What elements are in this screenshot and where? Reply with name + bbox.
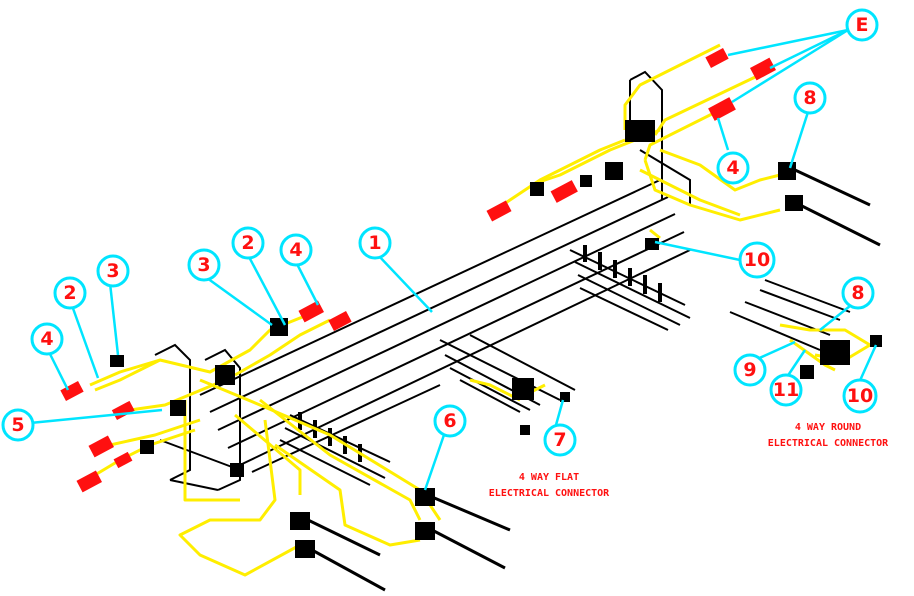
callout-8-right: 8 xyxy=(841,276,875,310)
callout-E: E xyxy=(845,8,879,42)
callout-10-top: 10 xyxy=(738,241,776,279)
front-ribbed-bar xyxy=(279,412,391,486)
wiring-harness xyxy=(89,43,872,577)
rear-ribbed-bar xyxy=(569,245,691,331)
callout-6: 6 xyxy=(433,404,467,438)
bulb-sockets xyxy=(60,48,776,493)
callout-label: 7 xyxy=(553,429,566,451)
callout-label: 11 xyxy=(773,379,799,401)
callout-4-left: 4 xyxy=(30,322,64,356)
callout-label: 8 xyxy=(803,87,816,109)
note-line-1: 4 WAY FLAT xyxy=(519,472,579,483)
callout-2-left: 2 xyxy=(53,276,87,310)
connectors xyxy=(110,120,882,558)
callout-label: 2 xyxy=(241,232,254,254)
callout-label: 4 xyxy=(289,239,302,261)
wire-tails xyxy=(307,168,881,592)
callout-label: 10 xyxy=(744,249,770,271)
callout-label: 6 xyxy=(443,410,456,432)
note-line-2: ELECTRICAL CONNECTOR xyxy=(489,488,610,499)
callout-2-mid: 2 xyxy=(231,226,265,260)
callout-label: 9 xyxy=(743,359,756,381)
note-4-way-round: 4 WAY ROUND ELECTRICAL CONNECTOR xyxy=(768,422,889,449)
callout-label: 2 xyxy=(63,282,76,304)
note-4-way-flat: 4 WAY FLAT ELECTRICAL CONNECTOR xyxy=(489,472,610,499)
callout-9: 9 xyxy=(733,353,767,387)
callout-label: 3 xyxy=(197,254,210,276)
callout-label: 3 xyxy=(106,260,119,282)
callout-3-mid: 3 xyxy=(187,248,221,282)
callout-11: 11 xyxy=(769,373,803,407)
callout-7: 7 xyxy=(543,423,577,457)
note-line-1: 4 WAY ROUND xyxy=(795,422,861,433)
left-mounting-bracket xyxy=(154,343,241,491)
callout-label: 5 xyxy=(11,414,24,436)
callout-label: 8 xyxy=(851,282,864,304)
callout-5: 5 xyxy=(1,408,35,442)
callout-4-top: 4 xyxy=(716,151,750,185)
callout-label: 4 xyxy=(40,328,53,350)
center-crossmember xyxy=(439,334,576,413)
right-detail-frame xyxy=(729,279,851,351)
callout-label: 4 xyxy=(726,157,739,179)
callout-10-right: 10 xyxy=(842,378,878,414)
callout-3-left: 3 xyxy=(96,254,130,288)
callout-4-mid: 4 xyxy=(279,233,313,267)
callout-label: 1 xyxy=(368,232,381,254)
callout-8-top: 8 xyxy=(793,81,827,115)
callout-label: E xyxy=(856,14,869,36)
callout-label: 10 xyxy=(847,385,873,407)
note-line-2: ELECTRICAL CONNECTOR xyxy=(768,438,889,449)
callout-1: 1 xyxy=(358,226,392,260)
